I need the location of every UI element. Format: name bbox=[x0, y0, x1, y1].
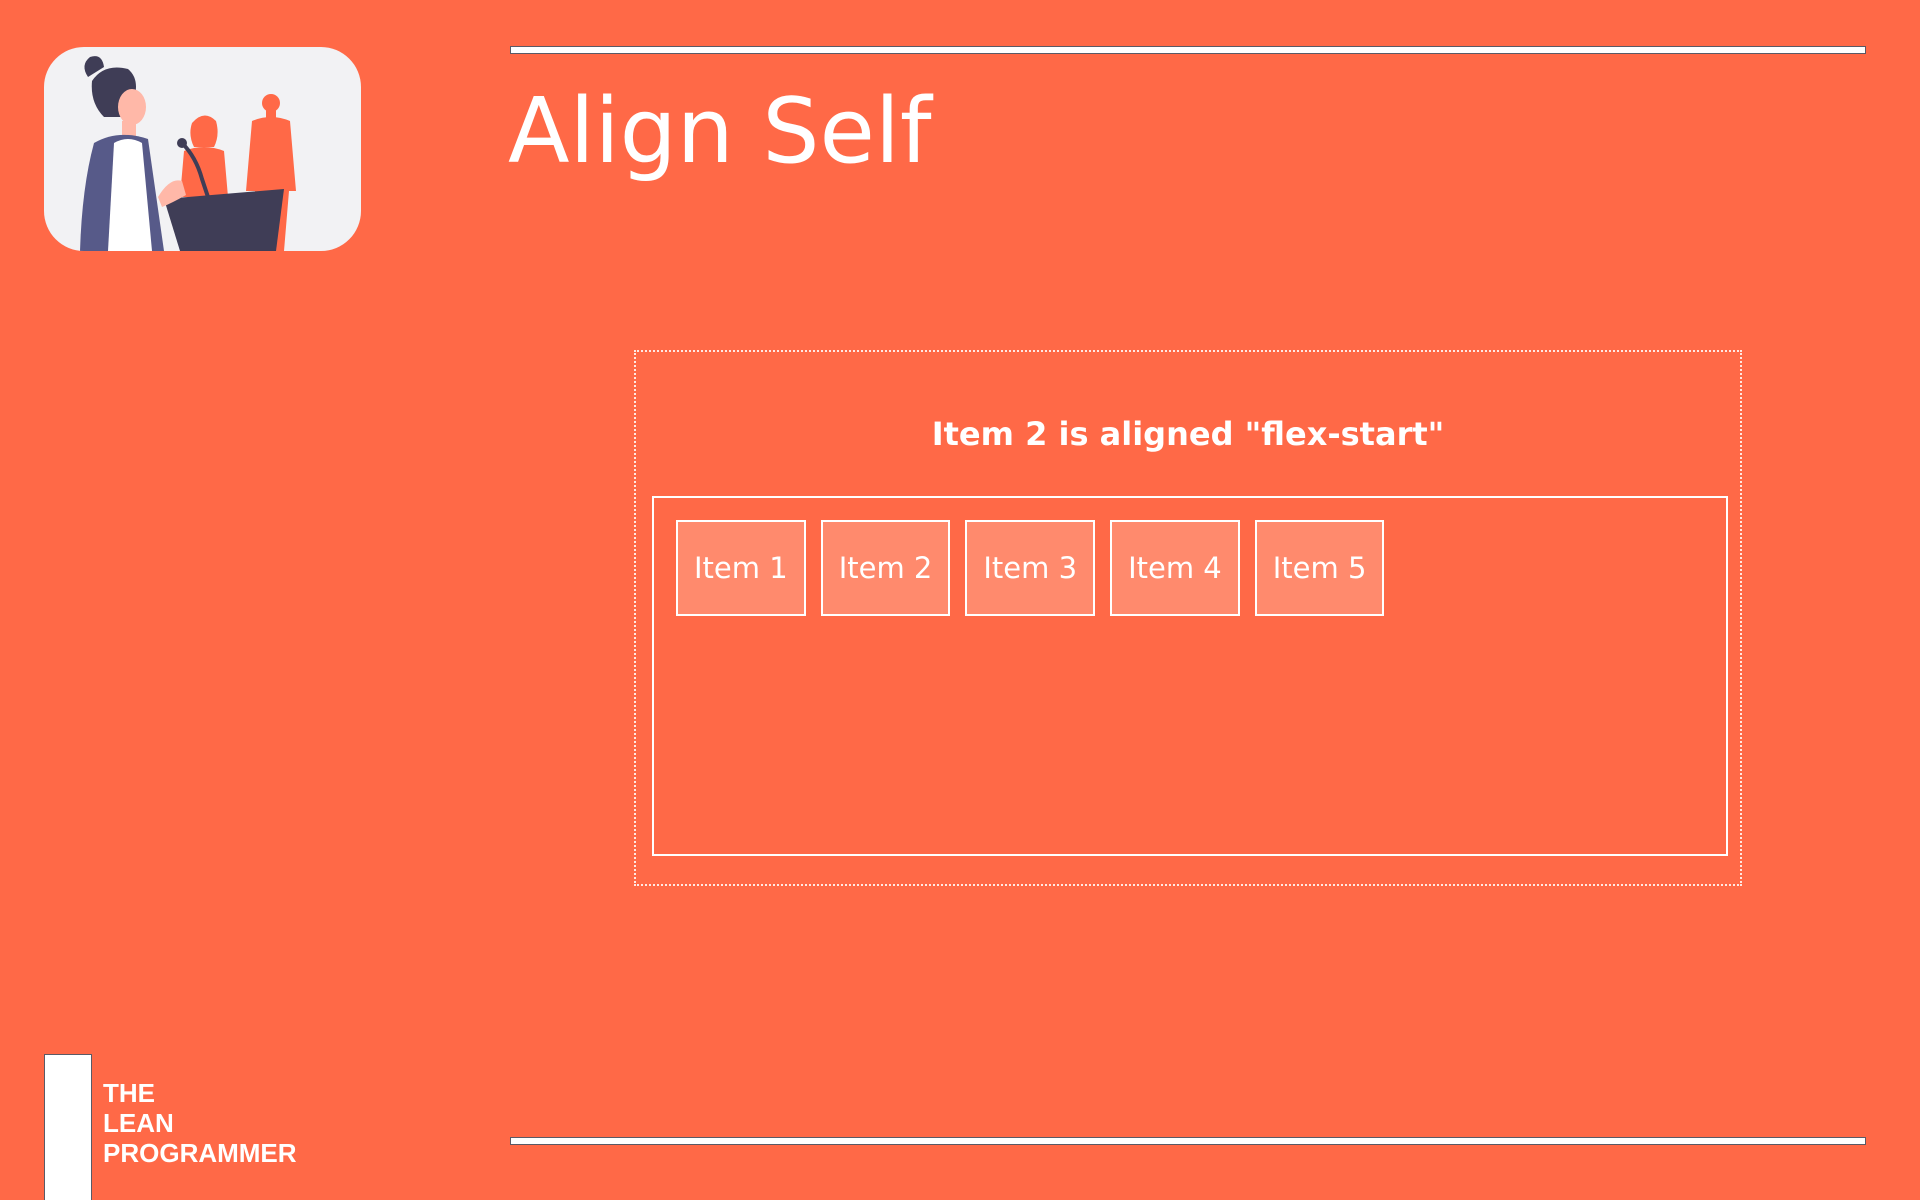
flex-container: Item 1 Item 2 Item 3 Item 4 Item 5 bbox=[652, 496, 1728, 856]
brand-bar bbox=[44, 1054, 92, 1200]
brand-line-3: PROGRAMMER bbox=[103, 1138, 297, 1168]
brand-line-1: THE bbox=[103, 1078, 155, 1108]
slide-title: Align Self bbox=[508, 79, 932, 184]
presenter-illustration bbox=[44, 47, 361, 251]
flex-item-3: Item 3 bbox=[965, 520, 1096, 616]
flex-item-1: Item 1 bbox=[676, 520, 806, 616]
bottom-divider bbox=[510, 1137, 1866, 1145]
demo-caption: Item 2 is aligned "flex-start" bbox=[931, 415, 1445, 453]
flex-item-2: Item 2 bbox=[820, 520, 951, 616]
flex-item-4: Item 4 bbox=[1110, 520, 1240, 616]
demo-panel: Item 2 is aligned "flex-start" Item 1 It… bbox=[634, 350, 1742, 886]
brand-line-2: LEAN bbox=[103, 1108, 174, 1138]
podium-shape bbox=[164, 189, 284, 251]
brand-logo-text: THE LEAN PROGRAMMER bbox=[103, 1078, 297, 1168]
presenter-figure bbox=[80, 56, 186, 251]
top-divider bbox=[510, 46, 1866, 54]
flex-item-5: Item 5 bbox=[1254, 520, 1385, 616]
presenter-at-podium-image bbox=[80, 56, 296, 251]
